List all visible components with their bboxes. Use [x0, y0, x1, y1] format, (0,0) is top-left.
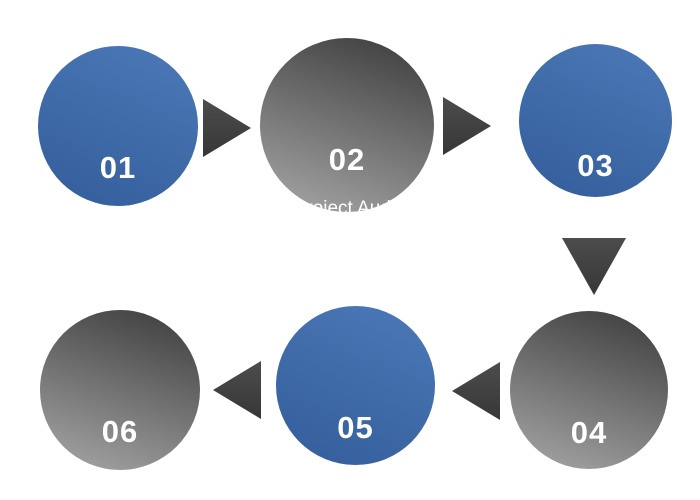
step-label: Part-time proofing — [550, 470, 627, 500]
arrow-right-icon — [443, 97, 491, 155]
step-number: 04 — [570, 415, 608, 450]
step-label: Mass Production — [75, 469, 166, 500]
step-label-line: Project Audit — [293, 198, 401, 220]
step-number: 05 — [337, 410, 374, 445]
step-circle-04: 04 Part-time proofing — [510, 311, 668, 500]
step-number: 03 — [577, 148, 614, 183]
step-number: 06 — [101, 414, 139, 449]
step-label-line: Customer — [314, 466, 397, 488]
step-circle-01: 01 Drawings and samples — [38, 46, 198, 251]
step-label-line: Mass — [97, 470, 143, 492]
step-label: Drawings and samples — [64, 205, 172, 254]
arrow-down-icon — [562, 238, 626, 295]
arrow-left-icon — [213, 361, 261, 419]
step-number: 01 — [99, 150, 137, 185]
step-label-line: Production — [75, 493, 166, 500]
step-label-line: confirmation — [304, 489, 408, 500]
step-label: Customer confirmation — [304, 465, 408, 500]
step-label-line: Drawings — [78, 206, 158, 228]
step-label-line: proofing — [550, 494, 627, 500]
step-number: 02 — [328, 142, 366, 177]
step-label-line: and samples — [64, 230, 172, 252]
step-circle-02: 02 Project Audit — [260, 38, 434, 219]
step-label-line: Part-time — [550, 471, 628, 493]
step-label-line: Business — [556, 204, 635, 226]
step-circle-06: 06 Mass Production — [40, 310, 200, 500]
step-circle-05: 05 Customer confirmation — [276, 306, 435, 500]
arrow-left-icon — [452, 362, 500, 420]
step-circle-03: 03 Business quotation — [519, 44, 672, 249]
arrow-right-icon — [203, 99, 251, 157]
step-label: Project Audit — [294, 197, 401, 221]
